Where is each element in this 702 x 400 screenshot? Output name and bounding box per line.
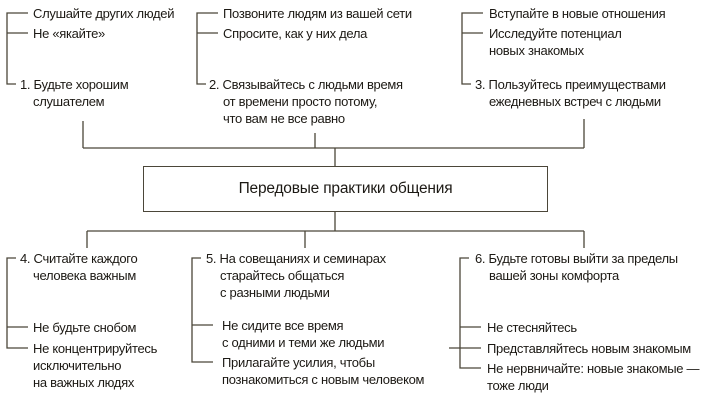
connector-bracket-3: [461, 12, 483, 85]
practice-3-heading: 3. Пользуйтесь преимуществами ежедневных…: [475, 77, 666, 109]
connector-bracket-6: [459, 257, 481, 369]
practice-6-heading: 6. Будьте готовы выйти за пределы вашей …: [475, 251, 678, 283]
connector-bracket-5: [191, 257, 213, 363]
practice-4-heading: 4. Считайте каждого человека важным: [20, 251, 138, 283]
connector-bracket-1: [6, 12, 28, 85]
tip-dont-be-nervous: Не нервничайте: новые знакомые — тоже лю…: [487, 361, 700, 393]
practice-2-heading: 2. Связывайтесь с людьми время от времен…: [209, 77, 403, 126]
tip-not-only-vips: Не концентрируйтесь исключительно на важ…: [33, 341, 158, 390]
tip-no-snob: Не будьте снобом: [33, 320, 137, 335]
tip-introduce-yourself: Представляйтесь новым знакомым: [487, 341, 691, 356]
tip-dont-be-shy: Не стесняйтесь: [487, 320, 577, 335]
connector-bracket-2: [196, 12, 218, 85]
tip-new-relationships: Вступайте в новые отношения: [489, 6, 666, 21]
central-node: Передовые практики общения: [143, 166, 548, 212]
tip-no-me-talk: Не «якайте»: [33, 26, 105, 41]
tip-explore-potential: Исследуйте потенциал новых знакомых: [489, 26, 622, 58]
connector-bracket-4: [6, 257, 28, 349]
connector-group: [6, 12, 585, 369]
tip-dont-sit-same-people: Не сидите все время с одними и теми же л…: [222, 318, 385, 350]
practice-1-heading: 1. Будьте хорошим слушателем: [20, 77, 129, 109]
practice-5-heading: 5. На совещаниях и семинарах старайтесь …: [206, 251, 386, 300]
tip-listen-others: Слушайте других людей: [33, 6, 175, 21]
tip-call-network: Позвоните людям из вашей сети: [223, 6, 412, 21]
tip-effort-meet-new: Прилагайте усилия, чтобы познакомиться с…: [222, 355, 425, 387]
tip-ask-how-they-are: Спросите, как у них дела: [223, 26, 368, 41]
